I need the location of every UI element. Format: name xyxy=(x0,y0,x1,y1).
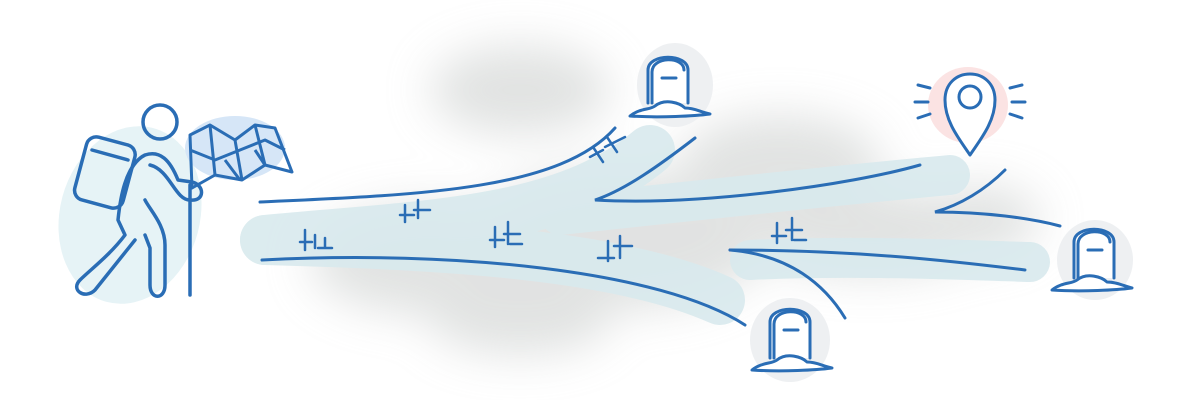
grass-tuft-icon xyxy=(588,135,627,164)
grass-tuft-icon xyxy=(770,216,808,245)
trail-bands xyxy=(240,125,1050,325)
grass-tuft-icon xyxy=(298,228,334,252)
grass-tuft-icon xyxy=(596,234,634,263)
tombstone-icon xyxy=(750,307,834,373)
grass-tuft-icon xyxy=(398,198,432,224)
hiker-icon xyxy=(72,103,204,298)
grass-tuft-icon xyxy=(488,220,524,249)
grass-tufts xyxy=(298,135,808,263)
tombstone-icon xyxy=(1050,227,1134,293)
map-icon xyxy=(188,123,294,190)
tombstone-icon xyxy=(628,55,712,119)
trail-lines xyxy=(258,126,1062,327)
location-pin-icon xyxy=(913,72,1027,157)
